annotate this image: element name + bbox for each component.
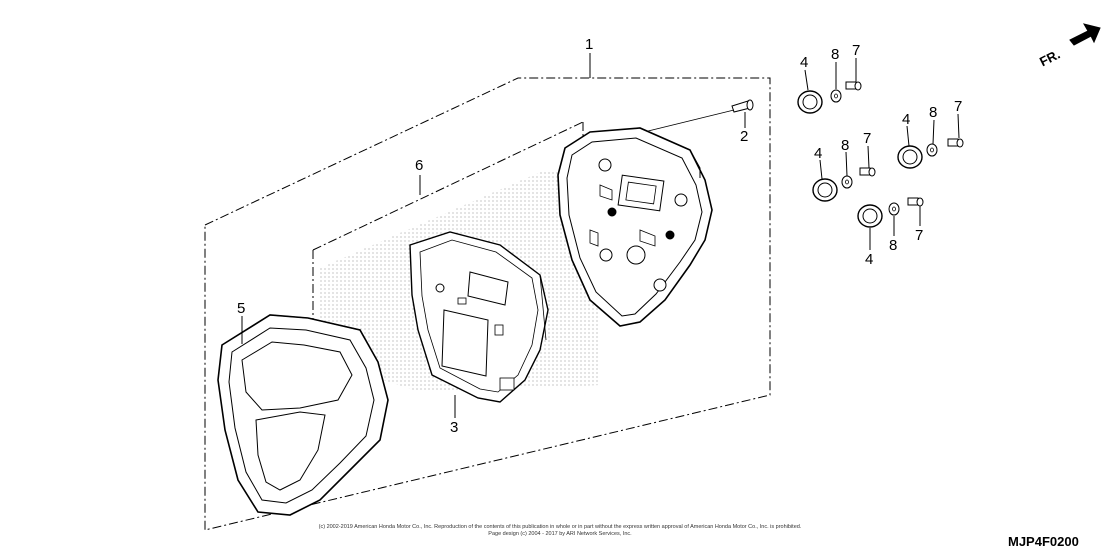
callout-8a: 8: [831, 46, 839, 63]
grommet-set-a: [797, 81, 862, 114]
callout-3: 3: [450, 419, 458, 436]
direction-label: FR.: [1037, 46, 1062, 69]
meter-visor-part-5: [217, 314, 389, 516]
callout-2: 2: [740, 128, 748, 145]
leader-lines: [241, 53, 960, 418]
callout-4d: 4: [865, 251, 873, 268]
direction-arrow-icon: [1069, 23, 1101, 46]
callout-6: 6: [415, 157, 423, 174]
callout-8d: 8: [889, 237, 897, 254]
callout-7a: 7: [852, 42, 860, 59]
meter-rear-case: [557, 127, 713, 327]
diagram-code: MJP4F0200: [1008, 534, 1079, 549]
front-direction-indicator: FR.: [1037, 23, 1101, 69]
grommet-set-b: [897, 138, 964, 169]
screw-part-2: [639, 99, 754, 134]
callout-8c: 8: [841, 137, 849, 154]
callout-4c: 4: [814, 145, 822, 162]
copyright-line-1: (c) 2002-2019 American Honda Motor Co., …: [319, 524, 802, 530]
callout-7d: 7: [915, 227, 923, 244]
callout-4a: 4: [800, 54, 808, 71]
callout-7c: 7: [863, 130, 871, 147]
meter-circuit-board-part-3: [409, 231, 549, 403]
callout-labels: 1 2 3 5 6 4 8 7 4 8 7 4 8 7 4 8 7: [237, 36, 962, 436]
callout-4b: 4: [902, 111, 910, 128]
callout-5: 5: [237, 300, 245, 317]
callout-7b: 7: [954, 98, 962, 115]
grommet-set-c: [812, 167, 876, 202]
callout-1: 1: [585, 36, 593, 53]
footer: (c) 2002-2019 American Honda Motor Co., …: [319, 524, 1079, 549]
copyright-line-2: Page design (c) 2004 - 2017 by ARI Netwo…: [488, 531, 632, 537]
callout-8b: 8: [929, 104, 937, 121]
grommet-set-d: [857, 197, 924, 228]
